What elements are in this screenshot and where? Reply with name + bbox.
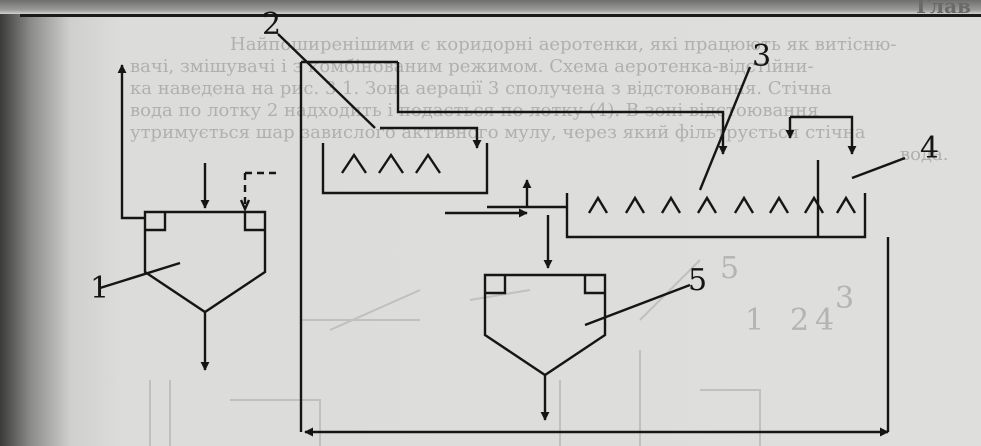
leader-2	[277, 33, 376, 129]
inlet-channel-feed-arrow	[380, 126, 482, 149]
feed-to-aeration-arrow	[396, 62, 728, 155]
primary-clarifier	[143, 210, 267, 314]
label-1: 1	[90, 271, 109, 306]
leader-3	[698, 66, 752, 191]
bg-number-1: 1	[745, 303, 764, 338]
leader-4	[851, 156, 906, 180]
inlet-channel	[321, 143, 489, 195]
leader-5	[584, 283, 691, 327]
bg-text-line-3: ка наведена на рис. 3.1. Зона аерації 3 …	[130, 78, 832, 99]
header-rule	[20, 14, 981, 17]
label-4: 4	[920, 131, 939, 166]
settling-zone	[785, 115, 857, 237]
label-5: 5	[688, 263, 707, 298]
clarifier-overflow-up-arrow	[117, 64, 145, 220]
label-3: 3	[752, 39, 771, 74]
bg-text-line-6: вода.	[900, 144, 949, 165]
bg-text-line-1: Найпоширенішими є коридорні аеротенки, я…	[230, 34, 897, 55]
aeration-tank	[565, 193, 867, 239]
bg-number-5: 5	[720, 251, 739, 286]
leader-1	[99, 261, 181, 290]
bg-number-4: 4	[815, 303, 834, 338]
label-2: 2	[262, 7, 281, 42]
secondary-clarifier	[483, 273, 607, 377]
bg-text-line-5: утримується шар завислого активного мулу…	[130, 122, 866, 143]
dashed-inlet-arrowhead	[239, 199, 251, 212]
bleed-through-figure	[149, 259, 761, 446]
bg-number-2: 2	[790, 303, 809, 338]
bg-number-3: 3	[835, 281, 854, 316]
page-top-shadow	[0, 0, 981, 14]
page-header-title: Глав	[916, 0, 971, 18]
